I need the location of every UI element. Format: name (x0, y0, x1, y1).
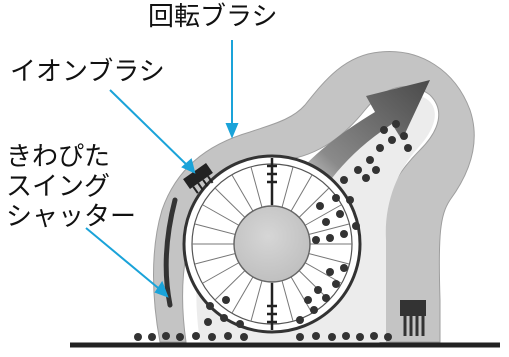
label-swing-shutter-line-3: シャッター (6, 202, 137, 232)
floor-sensor (400, 300, 426, 336)
label-swing-shutter: きわぴた スイング シャッター (6, 142, 136, 232)
label-swing-shutter-line-1: きわぴた (6, 142, 111, 172)
label-ion-brush: イオンブラシ (10, 57, 165, 87)
brush-hub (233, 205, 311, 283)
ion-brush (183, 163, 214, 194)
leader-lines (85, 40, 239, 298)
leader-line-swing-shutter (85, 227, 164, 293)
label-rotary-brush: 回転ブラシ (148, 2, 278, 32)
leader-line-ion-brush (109, 89, 191, 169)
label-swing-shutter-line-2: スイング (6, 172, 111, 202)
dust-particles (134, 120, 412, 341)
swing-shutter (163, 197, 178, 308)
